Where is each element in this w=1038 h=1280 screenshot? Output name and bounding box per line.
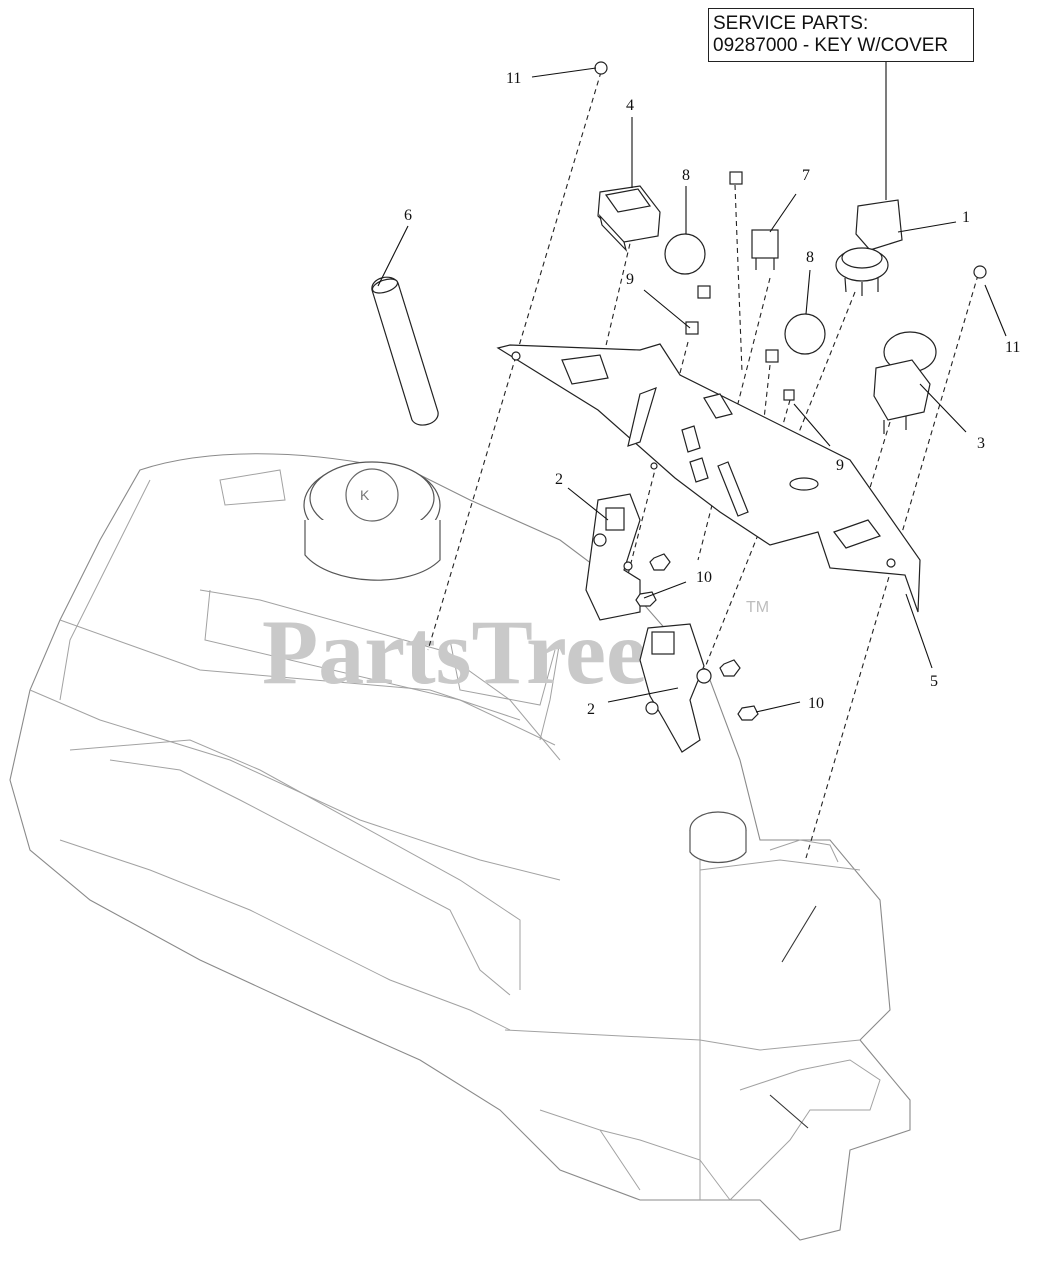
callout-9-upper: 9 <box>626 271 634 288</box>
callout-10-lower: 10 <box>808 695 824 712</box>
service-parts-box: SERVICE PARTS: 09287000 - KEY W/COVER <box>708 8 974 62</box>
part-2-switch-upper <box>585 493 641 621</box>
callout-6: 6 <box>404 207 412 224</box>
part-7-switch <box>751 229 779 270</box>
callout-2-upper: 2 <box>555 471 563 488</box>
part-2-switch-lower <box>639 623 712 753</box>
callout-7: 7 <box>802 167 810 184</box>
part-8-plug-lower <box>784 313 826 355</box>
callout-3: 3 <box>977 435 985 452</box>
callout-9-lower: 9 <box>836 457 844 474</box>
fuel-tank: K <box>9 453 911 1241</box>
part-3-pto-switch <box>873 331 937 434</box>
screws <box>594 61 987 401</box>
watermark-text: PartsTree <box>262 601 647 703</box>
part-5-bracket <box>496 343 921 613</box>
callout-10-upper: 10 <box>696 569 712 586</box>
part-4-switch <box>597 185 661 253</box>
svg-text:K: K <box>360 487 370 503</box>
callout-11-lower: 11 <box>1005 339 1020 356</box>
part-6-tube <box>371 276 439 426</box>
callout-4: 4 <box>626 97 634 114</box>
service-parts-item: 09287000 - KEY W/COVER <box>713 35 949 56</box>
callout-8-upper: 8 <box>682 167 690 184</box>
watermark-tm: TM <box>746 599 769 616</box>
callout-5: 5 <box>930 673 938 690</box>
part-1-key-switch <box>835 199 903 296</box>
leader-lines <box>377 60 1007 713</box>
callout-11-upper: 11 <box>506 70 521 87</box>
part-10-nuts <box>635 553 759 721</box>
part-8-plug-upper <box>664 233 706 275</box>
callout-8-lower: 8 <box>806 249 814 266</box>
service-parts-heading: SERVICE PARTS: <box>713 13 869 34</box>
callout-2-lower: 2 <box>587 701 595 718</box>
callout-1: 1 <box>962 209 970 226</box>
callouts: 11 4 6 8 7 1 8 9 11 3 9 2 10 5 2 10 <box>404 70 1020 718</box>
